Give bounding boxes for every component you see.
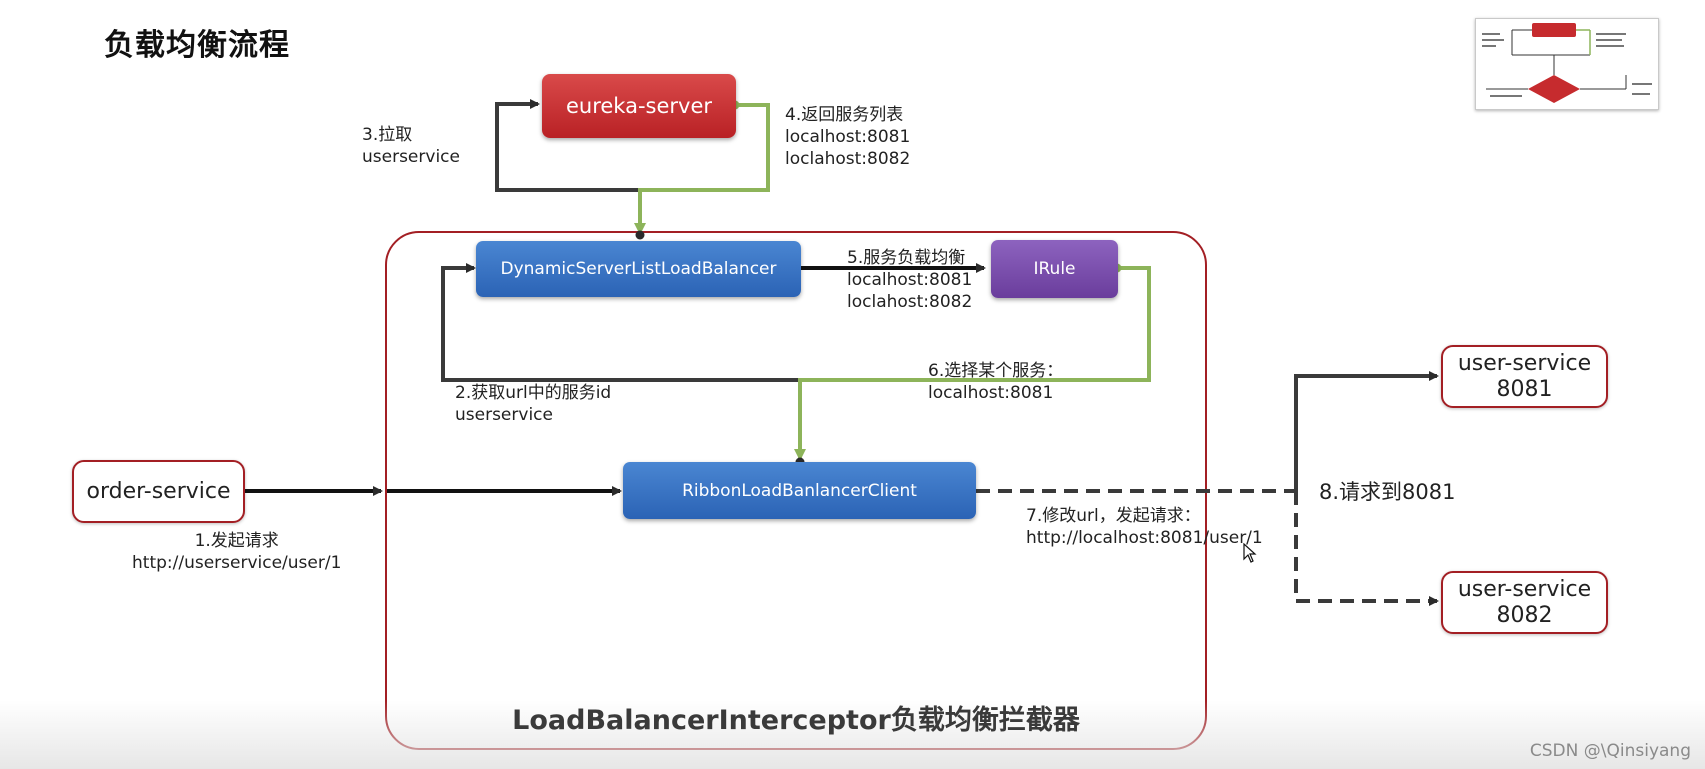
step6-label: 6.选择某个服务： localhost:8081 <box>928 361 1064 403</box>
arrow-return-service-list <box>634 103 770 235</box>
step5-label: 5.服务负载均衡 localhost:8081 loclahost:8082 <box>847 248 973 312</box>
step2-label: 2.获取url中的服务id userservice <box>455 383 612 425</box>
bottom-fade <box>0 700 1705 769</box>
user-service-8081-node: user-service 8081 <box>1441 345 1608 408</box>
mouse-cursor-icon <box>1243 542 1257 567</box>
user-service-8082-name: user-service <box>1457 576 1592 602</box>
user-service-8081-name: user-service <box>1457 350 1592 376</box>
csdn-watermark: CSDN @\Qinsiyang <box>1529 741 1691 761</box>
step1-label: 1.发起请求 http://userservice/user/1 <box>132 531 342 573</box>
arrow-to-8081 <box>1294 371 1439 491</box>
interceptor-title: LoadBalancerInterceptor负载均衡拦截器 <box>512 705 1080 736</box>
arrow-to-8082 <box>1294 491 1439 606</box>
ribbon-client-node: RibbonLoadBanlancerClient <box>623 462 976 519</box>
step8-label: 8.请求到8081 <box>1319 480 1456 504</box>
step4-label: 4.返回服务列表 localhost:8081 loclahost:8082 <box>785 105 911 169</box>
step3-label: 3.拉取 userservice <box>362 125 460 167</box>
order-service-node: order-service <box>72 460 245 523</box>
arrow-get-service-id <box>441 263 800 382</box>
user-service-8081-port: 8081 <box>1496 376 1553 402</box>
user-service-8082-node: user-service 8082 <box>1441 571 1608 634</box>
irule-node: IRule <box>991 240 1118 298</box>
dynamic-load-balancer-node: DynamicServerListLoadBalancer <box>476 241 801 297</box>
page-title: 负载均衡流程 <box>104 28 290 63</box>
eureka-server-node: eureka-server <box>542 74 736 138</box>
connector-dot <box>635 230 645 240</box>
arrow-choose-service <box>794 266 1151 461</box>
user-service-8082-port: 8082 <box>1496 602 1553 628</box>
step7-label: 7.修改url，发起请求： http://localhost:8081/user… <box>1026 506 1263 548</box>
flowchart-thumbnail <box>1475 18 1659 110</box>
